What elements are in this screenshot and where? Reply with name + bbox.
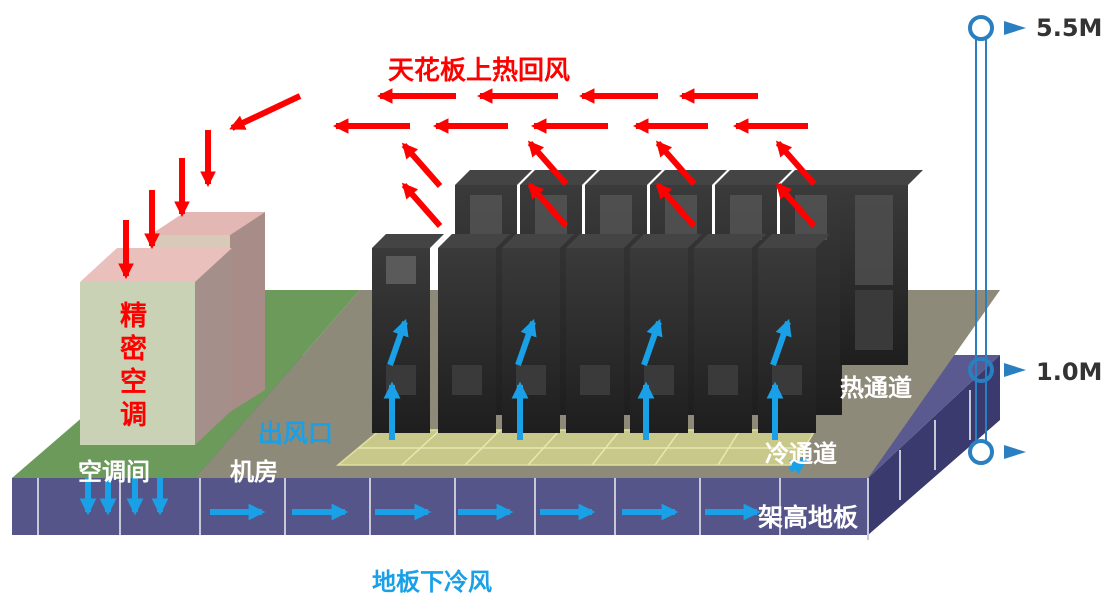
ac-room-label: 空调间 bbox=[78, 458, 150, 486]
precision-ac-char: 调 bbox=[120, 400, 147, 431]
scale-marker-icon bbox=[968, 439, 994, 465]
precision-ac-char: 空 bbox=[120, 367, 147, 398]
precision-ac-units bbox=[80, 212, 265, 445]
height-label-middle: 1.0M bbox=[1036, 358, 1103, 386]
outlet-tiles bbox=[335, 429, 817, 466]
hot-aisle-label: 热通道 bbox=[840, 374, 912, 402]
scale-marker-icon bbox=[968, 357, 994, 383]
precision-ac-char: 精 bbox=[120, 301, 147, 332]
hot-air-arrow-icon bbox=[118, 88, 817, 280]
height-scale bbox=[968, 15, 1026, 465]
height-label-top: 5.5M bbox=[1036, 14, 1103, 42]
raised-floor-label: 架高地板 bbox=[758, 503, 859, 532]
precision-ac-char: 密 bbox=[120, 334, 147, 365]
cold-aisle-label: 冷通道 bbox=[765, 440, 837, 468]
ceiling-return-air-label: 天花板上热回风 bbox=[388, 56, 571, 86]
underfloor-cold-air-label: 地板下冷风 bbox=[372, 568, 492, 596]
rack-row-front bbox=[372, 234, 830, 433]
precision-ac-label: 精 密 空 调 bbox=[120, 300, 154, 432]
air-outlet-label: 出风口 bbox=[258, 419, 334, 448]
machine-room-label: 机房 bbox=[230, 458, 278, 486]
scale-marker-icon bbox=[968, 15, 994, 41]
cold-air-arrow-icon bbox=[79, 318, 808, 521]
